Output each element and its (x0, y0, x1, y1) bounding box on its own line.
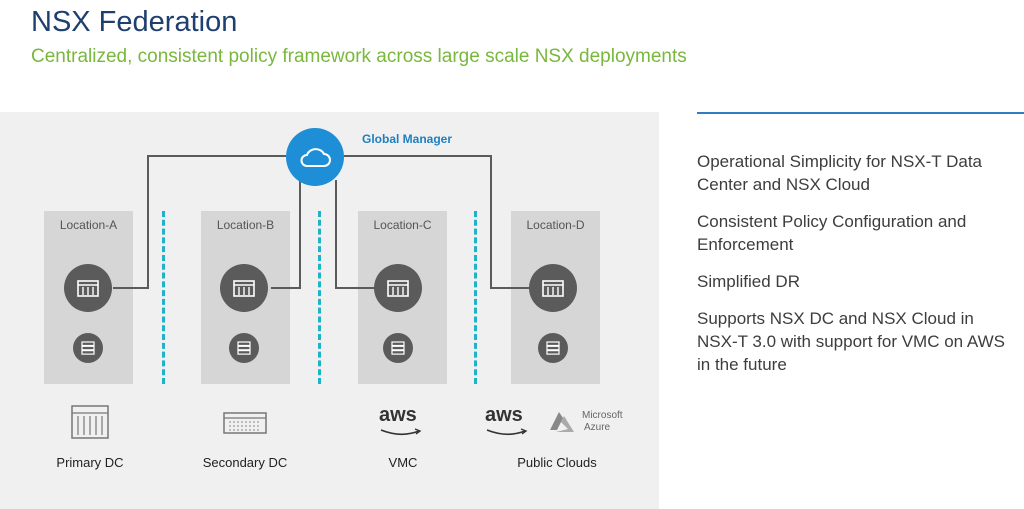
feature-item: Consistent Policy Configuration and Enfo… (697, 212, 967, 254)
aws-logo-text: aws (485, 404, 523, 426)
azure-line-1: Microsoft (582, 410, 623, 421)
public-clouds-label: Public Clouds (517, 455, 597, 470)
divider-c-d (474, 211, 477, 384)
wire-location-c (335, 180, 374, 289)
building-icon (542, 280, 564, 297)
azure-logo-icon (550, 412, 574, 432)
feature-item: Simplified DR (697, 272, 800, 291)
manager-node-location-a (64, 264, 112, 312)
location-d-label: Location-D (526, 218, 585, 232)
primary-datacenter-icon (71, 405, 109, 439)
feature-item: Operational Simplicity for NSX-T Data Ce… (697, 152, 983, 194)
page-subtitle: Centralized, consistent policy framework… (31, 46, 687, 67)
secondary-dc-label: Secondary DC (202, 455, 288, 470)
location-b-label: Location-B (216, 218, 275, 232)
server-node-location-d (538, 333, 568, 363)
aws-logo-vmc: aws (379, 405, 429, 439)
server-node-location-a (73, 333, 103, 363)
vmc-label: VMC (388, 455, 418, 470)
aws-smile-icon (486, 428, 528, 436)
cloud-icon (300, 148, 331, 167)
wire-location-b (271, 180, 301, 289)
manager-node-location-c (374, 264, 422, 312)
feature-item: Supports NSX DC and NSX Cloud in NSX-T 3… (697, 309, 1006, 374)
location-c-label: Location-C (373, 218, 432, 232)
server-icon (391, 341, 405, 355)
building-icon (233, 280, 255, 297)
building-icon (387, 280, 409, 297)
wire-location-d (344, 155, 529, 289)
building-icon (77, 280, 99, 297)
global-manager-label: Global Manager (362, 132, 453, 146)
server-node-location-c (383, 333, 413, 363)
page-title: NSX Federation (31, 6, 238, 38)
server-icon (546, 341, 560, 355)
global-manager-node (286, 128, 344, 186)
aws-smile-icon (380, 428, 422, 436)
wire-location-a (113, 155, 286, 289)
feature-list: Operational Simplicity for NSX-T Data Ce… (697, 150, 1017, 390)
server-icon (237, 341, 251, 355)
section-rule (697, 112, 1024, 114)
location-a-label: Location-A (59, 218, 118, 232)
aws-logo-text: aws (379, 404, 417, 426)
server-node-location-b (229, 333, 259, 363)
manager-node-location-d (529, 264, 577, 312)
divider-b-c (318, 211, 321, 384)
azure-logo-text: Microsoft Azure (582, 410, 623, 434)
manager-node-location-b (220, 264, 268, 312)
divider-a-b (162, 211, 165, 384)
primary-dc-label: Primary DC (56, 455, 124, 470)
azure-line-2: Azure (584, 422, 611, 433)
secondary-datacenter-icon (223, 412, 267, 434)
server-icon (81, 341, 95, 355)
aws-logo-public-cloud: aws (485, 405, 535, 439)
